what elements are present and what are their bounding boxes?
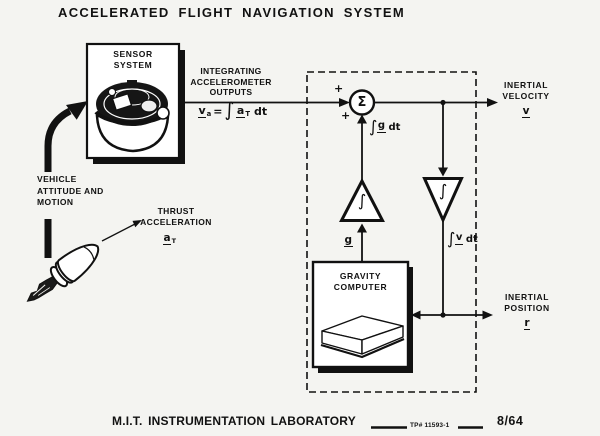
junction-dot-velocity <box>440 99 446 106</box>
thrust-label: THRUST ACCELERATION <box>140 206 212 227</box>
vehicle-motion-arrow <box>44 101 88 258</box>
gravity-slab-illustration <box>320 315 405 359</box>
imu-illustration <box>94 80 170 153</box>
thrust-arrow <box>101 220 142 242</box>
arrowheads <box>339 98 498 320</box>
dt: dt <box>465 233 478 245</box>
int-g-dt-label: ∫ g dt <box>369 119 400 135</box>
g-var: g <box>344 234 353 248</box>
r-symbol: r <box>523 317 531 331</box>
integrator-left <box>339 177 385 222</box>
footer-lab-name: M.I.T. INSTRUMENTATION LABORATORY <box>112 414 356 428</box>
equation-lhs-sub: a <box>206 109 212 118</box>
dt: dt <box>388 121 401 133</box>
page-title: ACCELERATED FLIGHT NAVIGATION SYSTEM <box>58 5 405 20</box>
footer-date: 8/64 <box>497 414 524 428</box>
integral-sign: ∫ <box>369 117 378 136</box>
integrator-right-symbol: ∫ <box>438 181 448 200</box>
g-input-label: g <box>344 234 353 248</box>
footer-tp-number: TP# 11593-1 <box>410 422 450 429</box>
integral-sign: ∫ <box>224 99 235 121</box>
g-var: g <box>377 120 386 133</box>
vehicle-motion-label: VEHICLE ATTITUDE AND MOTION <box>37 174 104 207</box>
v-var: v <box>455 232 463 245</box>
gravity-box-label: GRAVITY COMPUTER <box>333 271 388 292</box>
sensor-box-label: SENSOR SYSTEM <box>113 49 153 70</box>
equation-lhs: v <box>198 104 207 118</box>
rocket-illustration <box>26 243 100 302</box>
inertial-velocity-symbol: v <box>497 105 555 119</box>
sigma-symbol: Σ <box>357 95 367 110</box>
inertial-position-symbol: r <box>497 317 557 331</box>
integral-sign: ∫ <box>447 229 456 248</box>
plus-bottom: + <box>341 109 351 122</box>
thrust-symbol-sub: T <box>171 237 177 246</box>
summing-junction-circle <box>348 89 376 116</box>
equation-dt: dt <box>254 105 268 118</box>
integrator-right <box>422 177 464 224</box>
signal-lines <box>184 101 488 316</box>
inertial-velocity-label: INERTIAL VELOCITY <box>502 80 550 101</box>
plus-top: + <box>334 82 344 95</box>
int-v-dt-label: ∫ v dt <box>447 231 478 247</box>
equation-rhs-sub: T <box>245 109 250 118</box>
integrator-left-symbol: ∫ <box>357 191 367 210</box>
thrust-symbol-a: a <box>163 232 172 246</box>
inertial-position-label: INERTIAL POSITION <box>504 292 550 313</box>
equation-rhs: a <box>236 104 245 118</box>
dashed-region <box>306 71 477 393</box>
v-symbol: v <box>522 105 530 119</box>
equation-equals: = <box>213 105 223 118</box>
junction-dot-position <box>440 312 446 318</box>
integrating-outputs-label: INTEGRATING ACCELEROMETER OUTPUTS <box>190 66 272 97</box>
